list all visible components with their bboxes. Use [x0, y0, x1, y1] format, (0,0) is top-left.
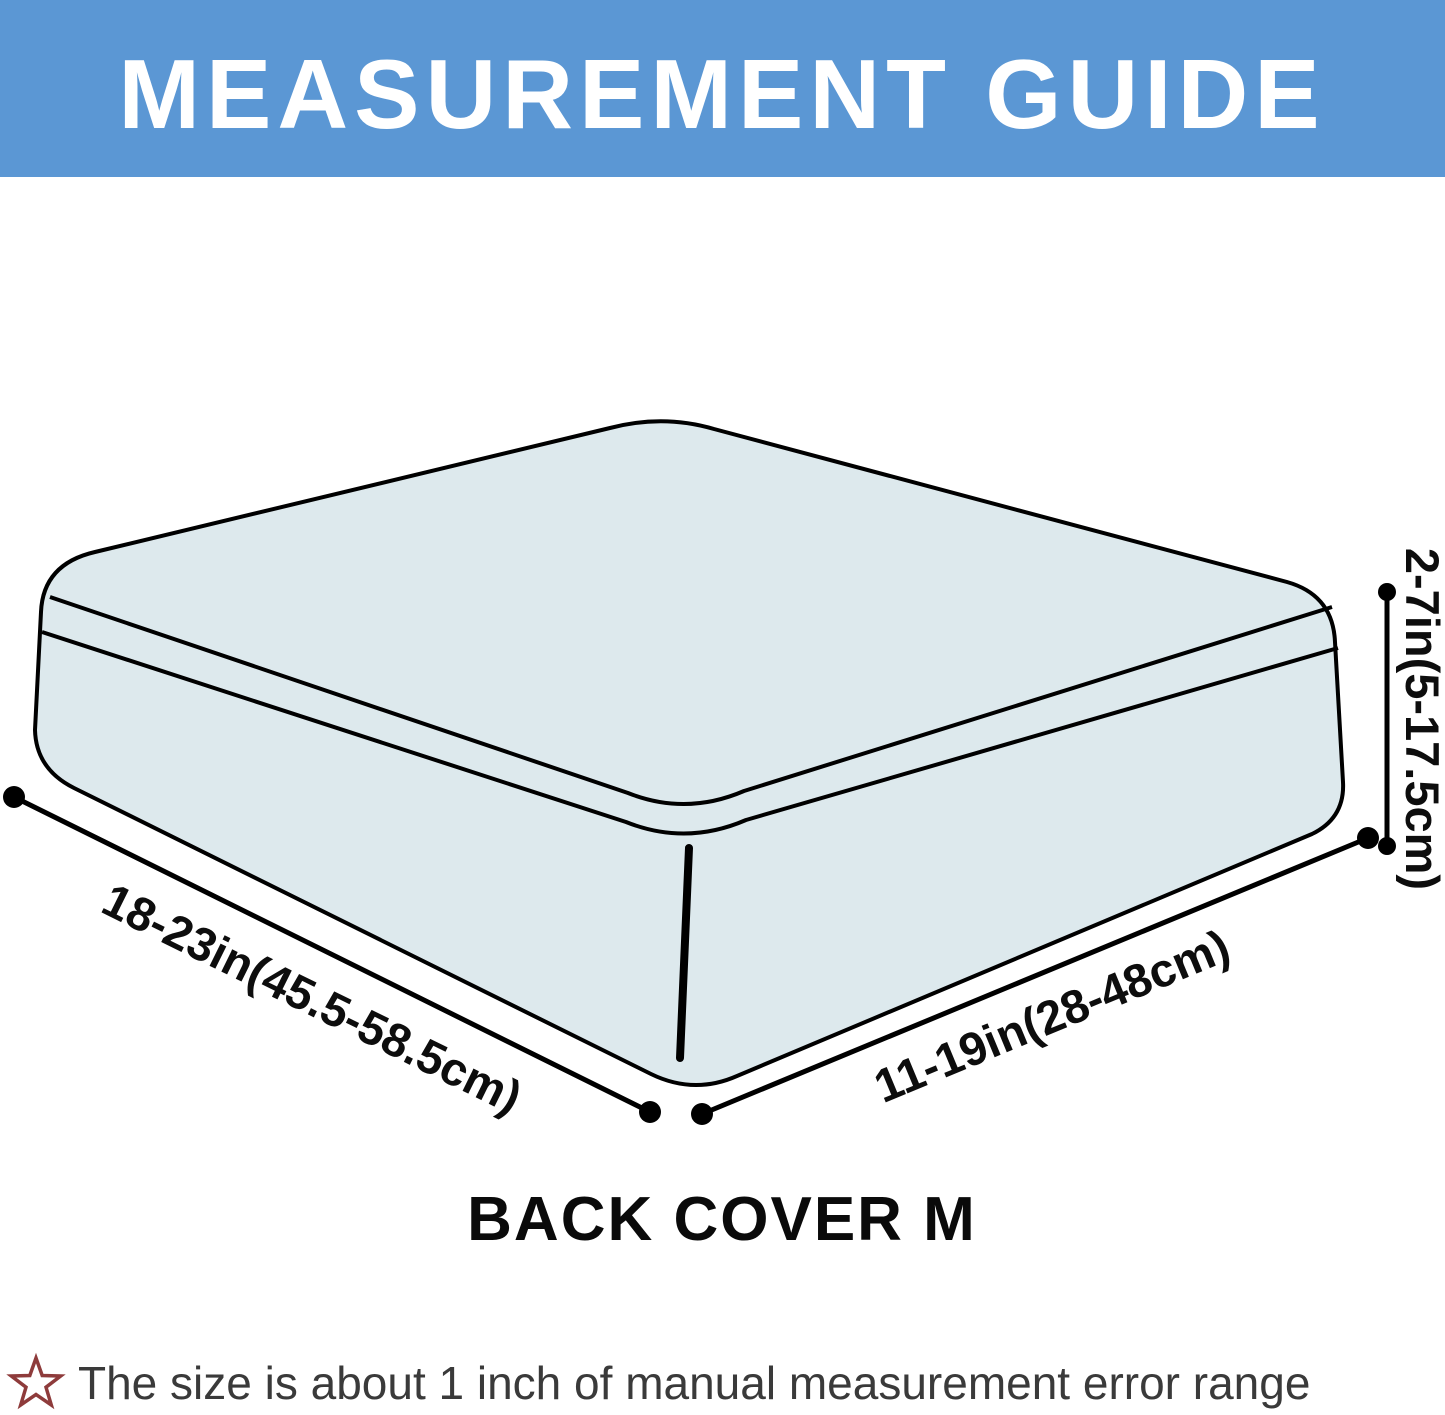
cushion-top-front-edge: [49, 595, 1333, 806]
page-title: MEASUREMENT GUIDE: [118, 39, 1325, 149]
depth-dimension-line: [699, 835, 1371, 1117]
height-dimension-label: 2-7in(5-17.5cm): [1396, 548, 1445, 890]
height-dimension-dot-bottom: [1378, 837, 1396, 855]
depth-dimension-dot-left: [691, 1103, 713, 1125]
height-dimension-dot-top: [1378, 583, 1396, 601]
cushion-body: [33, 419, 1346, 1087]
star-icon: [6, 1352, 66, 1410]
footnote: The size is about 1 inch of manual measu…: [6, 1352, 1310, 1410]
header-banner: MEASUREMENT GUIDE: [0, 0, 1445, 177]
banner-background: [0, 0, 1445, 177]
cushion-zipper-slit: [676, 844, 693, 1062]
cushion-piping-seam: [41, 630, 1339, 836]
width-dimension-dot-right: [639, 1101, 661, 1123]
product-caption: BACK COVER M: [467, 1185, 977, 1254]
cushion-illustration: [33, 419, 1346, 1087]
width-dimension-dot-left: [3, 786, 25, 808]
depth-dimension-dot-right: [1357, 827, 1379, 849]
width-dimension-line: [11, 794, 653, 1115]
height-dimension: 2-7in(5-17.5cm): [1378, 548, 1445, 890]
footnote-text: The size is about 1 inch of manual measu…: [78, 1357, 1310, 1409]
